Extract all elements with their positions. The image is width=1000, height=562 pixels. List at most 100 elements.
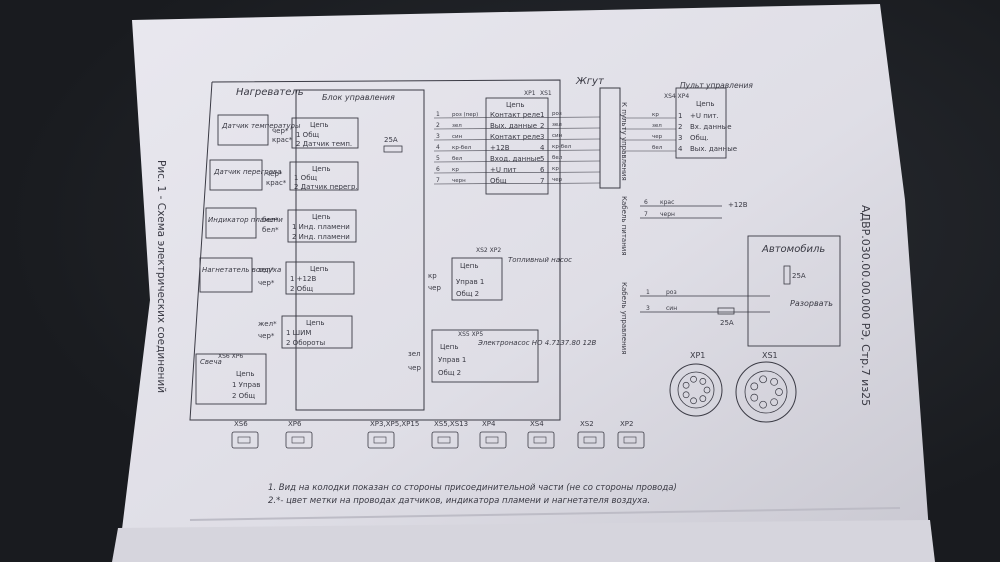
xp1-wire-line (433, 116, 601, 119)
glow-plug-connector: XS6 XP6 (218, 353, 243, 360)
xs1-connector-label: XS1 (540, 90, 552, 97)
overheat-sensor-row1: 1 Общ (294, 174, 318, 182)
glow-plug-row0: Цепь (236, 370, 254, 378)
xp1-left-pin: 1 (436, 111, 440, 118)
car-label: Автомобиль (761, 243, 825, 255)
figure-caption: Рис. 1 - Схема электрических соединений (155, 160, 167, 393)
blower-ctrl-wire1: чер* (258, 332, 275, 340)
fuel-pump-row2: Общ 2 (456, 290, 479, 298)
panel-box (675, 87, 727, 159)
ctrl-cable-label: Кабель управления (620, 282, 628, 354)
xp1-circuit: Контакт реле (490, 133, 540, 141)
connector-shape (527, 431, 555, 449)
heater-label: Нагреватель (236, 87, 304, 98)
xs1-round-label: XS1 (762, 351, 778, 360)
connector-inner (291, 436, 305, 444)
flame-indicator-box (205, 207, 257, 239)
control-unit-frame (295, 89, 425, 411)
overheat-sensor-wire1: крас* (266, 179, 287, 187)
overheat-sensor-row0: Цепь (312, 165, 330, 173)
header-code: АДВР.030.00.00.000 РЭ, Стр.7 из25 (859, 205, 872, 406)
xp1-left-pin: 7 (436, 177, 440, 184)
xs1-pin-dot (750, 393, 759, 402)
panel-pin: 3 (678, 134, 682, 142)
temp-sensor-table (291, 117, 359, 149)
connector-name: XP4 (482, 420, 496, 428)
air-blower-wire0: зел* (258, 266, 275, 274)
xp1-wire-color: бел (552, 155, 563, 161)
glow-plug-row1: 1 Управ (232, 381, 260, 389)
ctrl-fuse-icon (717, 307, 735, 315)
air-blower-wire1: чер* (258, 279, 275, 287)
electric-pump-row2: Общ 2 (438, 369, 461, 377)
flame-indicator-name: Индикатор пламени (208, 216, 283, 224)
ctrl-fuse-label: 25А (720, 319, 734, 327)
harness-label: Жгут (575, 76, 605, 87)
panel-pin: 1 (678, 112, 682, 120)
xs1-pin-dot (759, 375, 767, 384)
xp1-pin-dot (682, 391, 690, 399)
panel-wire-color: кр (652, 112, 659, 118)
connector-inner (237, 436, 251, 444)
xp1-wire-color: кр-бел (552, 144, 572, 150)
panel-connector-label: XS4 XP4 (664, 93, 689, 100)
fuse-icon (383, 145, 403, 153)
power-wire-pin: 6 (644, 199, 648, 206)
electric-pump-wire0: зел (408, 350, 421, 358)
connector-shape (231, 431, 259, 449)
ctrl-wire-color: син (666, 305, 677, 312)
xp1-round-label: XP1 (690, 351, 705, 360)
ctrl-wire-color: роз (666, 289, 677, 296)
flame-indicator-row2: 2 Инд. пламени (292, 233, 350, 241)
flame-indicator-wire1: бел* (262, 226, 279, 234)
xp1-wire-line (433, 149, 601, 152)
connector-name: XS2 (580, 420, 594, 428)
xs1-pin-dot (759, 400, 767, 409)
xs1-pin-dot (775, 388, 783, 396)
xp1-left-wire: кр (452, 167, 459, 173)
fuse-label-a: 25А (384, 136, 398, 144)
xp1-pin-dot (690, 397, 697, 405)
connector-name: XS4 (530, 420, 544, 428)
connector-name: XP3,XP5,XP15 (370, 420, 419, 428)
xp1-wire-line (433, 182, 601, 185)
xp1-circuit: +12В (490, 144, 510, 152)
connector-inner (437, 436, 451, 444)
xp1-left-wire: зел (452, 123, 462, 129)
panel-wire-color: зел (652, 123, 662, 129)
connector-pins (682, 375, 783, 409)
blower-ctrl-row0: Цепь (306, 319, 324, 327)
connector-shape (617, 431, 645, 449)
xp1-wire-line (433, 171, 601, 174)
glow-plug-box (195, 353, 267, 405)
xp1-left-wire: черн (452, 178, 466, 184)
xp1-wire-color: чер (552, 177, 563, 183)
fuel-pump-wire1: чер (428, 284, 441, 292)
connector-shape (285, 431, 313, 449)
power-cable-label: Кабель питания (620, 196, 628, 256)
panel-pin: 4 (678, 145, 683, 153)
ctrl-wire-pin: 1 (646, 289, 650, 296)
panel-wire-color: бел (652, 145, 663, 151)
overheat-sensor-box (209, 159, 263, 191)
electric-pump-row1: Управ 1 (438, 356, 466, 364)
connector-name: XS5,XS13 (434, 420, 468, 428)
xp1-wire-line (433, 127, 601, 130)
flame-indicator-row1: 1 Инд. пламени (292, 223, 350, 231)
air-blower-row2: 2 Общ (290, 285, 314, 293)
connector-name: XS6 (234, 420, 248, 428)
panel-wire-color: чер (652, 134, 663, 140)
xp1-pin-dot (699, 395, 707, 402)
blower-ctrl-row2: 2 Обороты (286, 339, 325, 347)
page-fold (189, 507, 901, 521)
temp-sensor-row0: Цепь (310, 121, 328, 129)
xp1-pin: 4 (540, 144, 545, 152)
xp1-circuit: Вход. данные (490, 155, 541, 163)
electric-pump-connector: XS5 XP5 (458, 331, 483, 338)
plus12-label: +12В (728, 201, 748, 209)
panel-pin: 2 (678, 123, 682, 131)
